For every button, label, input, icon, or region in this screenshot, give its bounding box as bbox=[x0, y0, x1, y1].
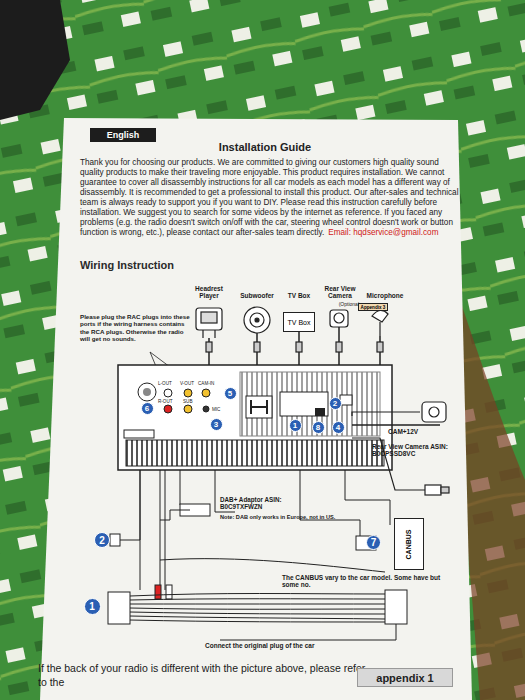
appendix-box: appendix 1 bbox=[357, 668, 453, 687]
port-label: R-OUT bbox=[158, 399, 178, 404]
callout-digit: 4 bbox=[336, 423, 340, 432]
box-text: CANBUS bbox=[406, 529, 413, 559]
page-title: Installation Guide bbox=[60, 141, 470, 153]
part-note: The CANBUS vary to the car model. Some h… bbox=[282, 574, 452, 588]
callout-number: 2 bbox=[329, 397, 342, 410]
device-label: Rear View Camera bbox=[318, 285, 362, 299]
port-label: L-OUT bbox=[158, 381, 178, 386]
callout-digit: 8 bbox=[316, 423, 320, 432]
port-label: V-OUT bbox=[180, 381, 200, 386]
callout-number: 2 bbox=[94, 532, 110, 548]
part-label: Rear View Camera ASIN: B0CPSSD8VC bbox=[372, 443, 452, 457]
label-box: Appendix 3 bbox=[358, 303, 389, 311]
wiring-harness bbox=[108, 470, 407, 640]
callout-digit: 2 bbox=[99, 535, 105, 546]
device-label: TV Box bbox=[283, 292, 315, 299]
intro-text: Thank you for choosing our products. We … bbox=[80, 158, 458, 237]
box-text: Appendix 3 bbox=[361, 305, 386, 310]
callout-number: 6 bbox=[141, 402, 154, 415]
part-label: DAB+ Adaptor ASIN: B0C9TXFWZN bbox=[220, 496, 312, 510]
callout-digit: 7 bbox=[371, 537, 377, 548]
box-text: English bbox=[107, 130, 140, 140]
canbus-box: CANBUS bbox=[394, 518, 424, 570]
box-text: TV Box bbox=[288, 319, 311, 326]
optional-note: (Optional bbox=[325, 301, 359, 307]
email-text: Email: hqdservice@gmail.com bbox=[328, 228, 438, 237]
callout-digit: 3 bbox=[214, 420, 218, 429]
callout-number: 1 bbox=[84, 598, 101, 615]
label-box: TV Box bbox=[283, 312, 315, 332]
callout-number: 7 bbox=[366, 535, 381, 550]
footer-text: If the back of your radio is different w… bbox=[38, 662, 368, 689]
callout-digit: 6 bbox=[145, 404, 149, 413]
language-tab: English bbox=[90, 128, 156, 142]
callout-number: 3 bbox=[210, 418, 223, 431]
device-label: Subwoofer bbox=[235, 292, 279, 299]
radio-back bbox=[118, 365, 392, 470]
callout-number: 5 bbox=[224, 387, 237, 400]
callout-digit: 5 bbox=[228, 389, 232, 398]
paper-sheet bbox=[40, 118, 472, 700]
wire-label: CAM+12V bbox=[388, 428, 448, 435]
port-label: CAM-IN bbox=[198, 381, 220, 386]
callout-digit: 1 bbox=[89, 601, 95, 612]
part-note: Note: DAB only works in Europe, not in U… bbox=[220, 514, 370, 520]
port-label: SUB bbox=[183, 399, 197, 404]
device-label: Microphone bbox=[362, 292, 408, 299]
box-text: appendix 1 bbox=[376, 672, 433, 684]
callout-number: 4 bbox=[332, 421, 345, 434]
callout-digit: 2 bbox=[333, 399, 337, 408]
callout-digit: 1 bbox=[293, 421, 297, 430]
port-label: MIC bbox=[212, 407, 226, 412]
callout-number: 1 bbox=[289, 419, 302, 432]
device-label: Headrest Player bbox=[188, 285, 230, 299]
intro-paragraph: Thank you for choosing our products. We … bbox=[80, 158, 460, 238]
section-heading: Wiring Instruction bbox=[80, 259, 280, 271]
warning-note: Please plug the RAC plugs into these por… bbox=[80, 313, 192, 343]
callout-number: 8 bbox=[312, 421, 325, 434]
harness-note: Connect the original plug of the car bbox=[205, 642, 405, 649]
